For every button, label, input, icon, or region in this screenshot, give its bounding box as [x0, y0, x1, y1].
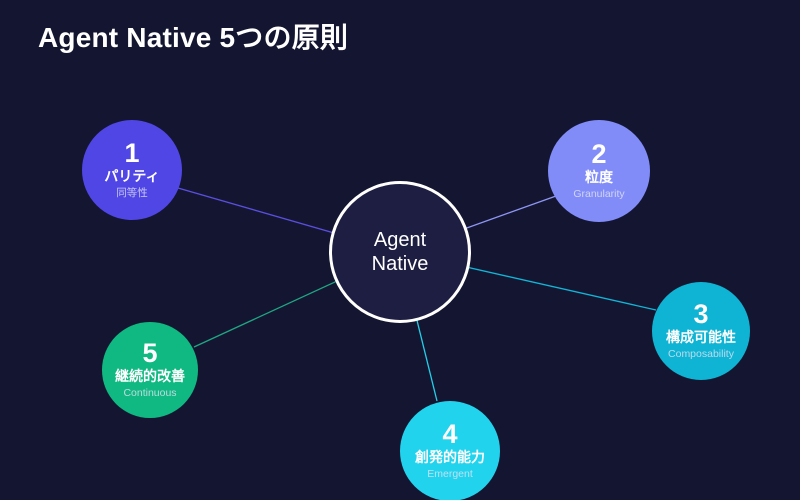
node-label-sub: 同等性: [116, 187, 148, 200]
node-number: 5: [142, 338, 158, 369]
center-node[interactable]: Agent Native: [329, 181, 471, 323]
node-number: 4: [442, 419, 458, 450]
node-label-jp: 構成可能性: [666, 329, 736, 346]
node-label-jp: パリティ: [104, 168, 160, 185]
center-label-line2: Native: [371, 253, 429, 275]
node-label-jp: 粒度: [585, 169, 613, 186]
page-title: Agent Native 5つの原則: [38, 22, 349, 53]
node-number: 3: [693, 299, 709, 330]
node-label-jp: 創発的能力: [415, 449, 485, 466]
center-label-line1: Agent: [373, 228, 427, 251]
node-label-sub: Composability: [668, 348, 734, 361]
node-label-sub: Continuous: [123, 387, 177, 400]
node-number: 2: [591, 139, 607, 170]
node-label-sub: Emergent: [427, 468, 473, 481]
node-number: 1: [124, 138, 140, 169]
node-label-sub: Granularity: [573, 188, 625, 201]
node-label-jp: 継続的改善: [115, 368, 185, 385]
